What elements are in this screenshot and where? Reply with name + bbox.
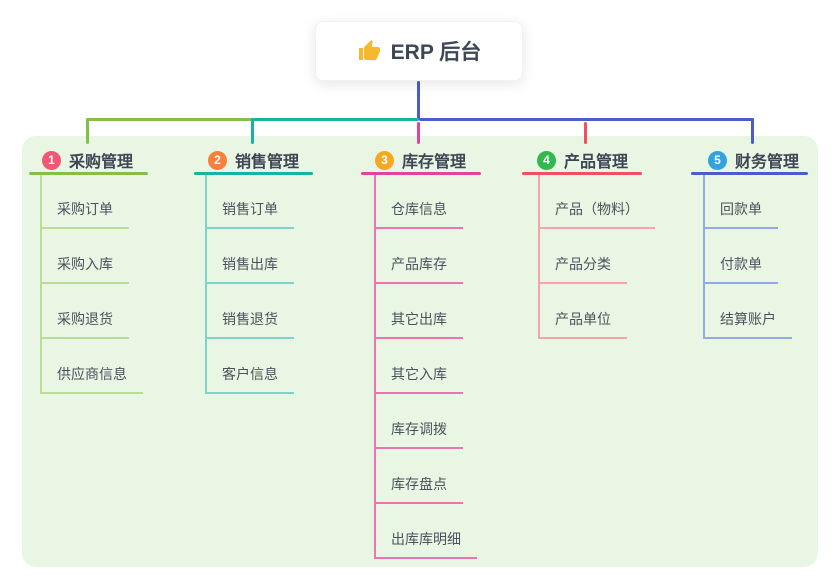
node-label: 回款单 xyxy=(720,201,762,217)
node-purchase-inbound[interactable]: 采购入库 xyxy=(40,246,129,284)
node-label: 付款单 xyxy=(720,256,762,272)
connector-line xyxy=(87,118,253,121)
node-label: 产品分类 xyxy=(555,256,611,272)
node-warehouse-info[interactable]: 仓库信息 xyxy=(374,191,463,229)
node-purchase-return[interactable]: 采购退货 xyxy=(40,301,129,339)
node-label: 销售出库 xyxy=(222,256,278,272)
branch-title-sales-management[interactable]: 2 销售管理 xyxy=(208,149,299,171)
branch-title-label: 销售管理 xyxy=(235,154,300,171)
branch-title-purchase-management[interactable]: 1 采购管理 xyxy=(42,149,133,171)
node-settlement-account[interactable]: 结算账户 xyxy=(703,301,792,339)
node-product-material[interactable]: 产品（物料） xyxy=(538,191,655,229)
node-label: 采购订单 xyxy=(57,201,113,217)
node-label: 出库库明细 xyxy=(391,531,461,547)
branch-title-label: 库存管理 xyxy=(402,154,467,171)
branch-underline xyxy=(361,172,481,175)
node-stock-count[interactable]: 库存盘点 xyxy=(374,466,463,504)
branch-title-product-management[interactable]: 4 产品管理 xyxy=(537,149,628,171)
branch-drop-line xyxy=(86,118,89,144)
node-product-unit[interactable]: 产品单位 xyxy=(538,301,627,339)
branch-title-inventory-management[interactable]: 3 库存管理 xyxy=(375,149,466,171)
badge-1: 1 xyxy=(42,150,61,170)
node-label: 产品（物料） xyxy=(555,201,639,217)
branch-title-label: 财务管理 xyxy=(735,154,800,171)
node-receipt-doc[interactable]: 回款单 xyxy=(703,191,778,229)
node-purchase-order[interactable]: 采购订单 xyxy=(40,191,129,229)
root-node-label: ERP 后台 xyxy=(390,41,482,64)
branch-underline xyxy=(194,172,313,175)
root-connector-line xyxy=(417,81,420,120)
node-label: 其它出库 xyxy=(391,311,447,327)
node-stock-transfer[interactable]: 库存调拨 xyxy=(374,411,463,449)
node-product-stock[interactable]: 产品库存 xyxy=(374,246,463,284)
node-label: 仓库信息 xyxy=(391,201,447,217)
node-sales-outbound[interactable]: 销售出库 xyxy=(205,246,294,284)
node-label: 库存盘点 xyxy=(391,476,447,492)
branch-drop-line xyxy=(751,118,754,144)
node-label: 采购入库 xyxy=(57,256,113,272)
node-payment-doc[interactable]: 付款单 xyxy=(703,246,778,284)
branch-underline xyxy=(691,172,808,175)
node-outbound-detail[interactable]: 出库库明细 xyxy=(374,521,477,559)
node-other-inbound[interactable]: 其它入库 xyxy=(374,356,463,394)
branch-title-label: 产品管理 xyxy=(564,154,629,171)
badge-5: 5 xyxy=(708,150,727,170)
branch-drop-line xyxy=(251,118,254,144)
connector-line xyxy=(419,118,754,121)
node-supplier-info[interactable]: 供应商信息 xyxy=(40,356,143,394)
children-connector-line xyxy=(538,175,540,339)
node-customer-info[interactable]: 客户信息 xyxy=(205,356,294,394)
node-label: 采购退货 xyxy=(57,311,113,327)
children-connector-line xyxy=(205,175,207,394)
node-label: 销售退货 xyxy=(222,311,278,327)
node-label: 产品单位 xyxy=(555,311,611,327)
badge-4: 4 xyxy=(537,150,556,170)
badge-3: 3 xyxy=(375,150,394,170)
branch-title-finance-management[interactable]: 5 财务管理 xyxy=(708,149,799,171)
branches-background-panel xyxy=(22,136,818,567)
node-sales-order[interactable]: 销售订单 xyxy=(205,191,294,229)
connector-line xyxy=(253,118,419,121)
badge-2: 2 xyxy=(208,150,227,170)
children-connector-line xyxy=(374,175,376,559)
children-connector-line xyxy=(703,175,705,339)
thumbs-up-icon xyxy=(357,39,381,63)
branch-underline xyxy=(29,172,148,175)
node-sales-return[interactable]: 销售退货 xyxy=(205,301,294,339)
node-label: 产品库存 xyxy=(391,256,447,272)
branch-drop-line xyxy=(417,122,420,144)
node-other-outbound[interactable]: 其它出库 xyxy=(374,301,463,339)
branch-underline xyxy=(522,172,642,175)
node-label: 销售订单 xyxy=(222,201,278,217)
node-label: 客户信息 xyxy=(222,366,278,382)
node-label: 其它入库 xyxy=(391,366,447,382)
node-label: 供应商信息 xyxy=(57,366,127,382)
branch-drop-line xyxy=(584,122,587,144)
node-label: 库存调拨 xyxy=(391,421,447,437)
node-label: 结算账户 xyxy=(720,311,776,327)
node-product-category[interactable]: 产品分类 xyxy=(538,246,627,284)
children-connector-line xyxy=(40,175,42,394)
root-node[interactable]: ERP 后台 xyxy=(315,21,523,81)
branch-title-label: 采购管理 xyxy=(69,154,134,171)
